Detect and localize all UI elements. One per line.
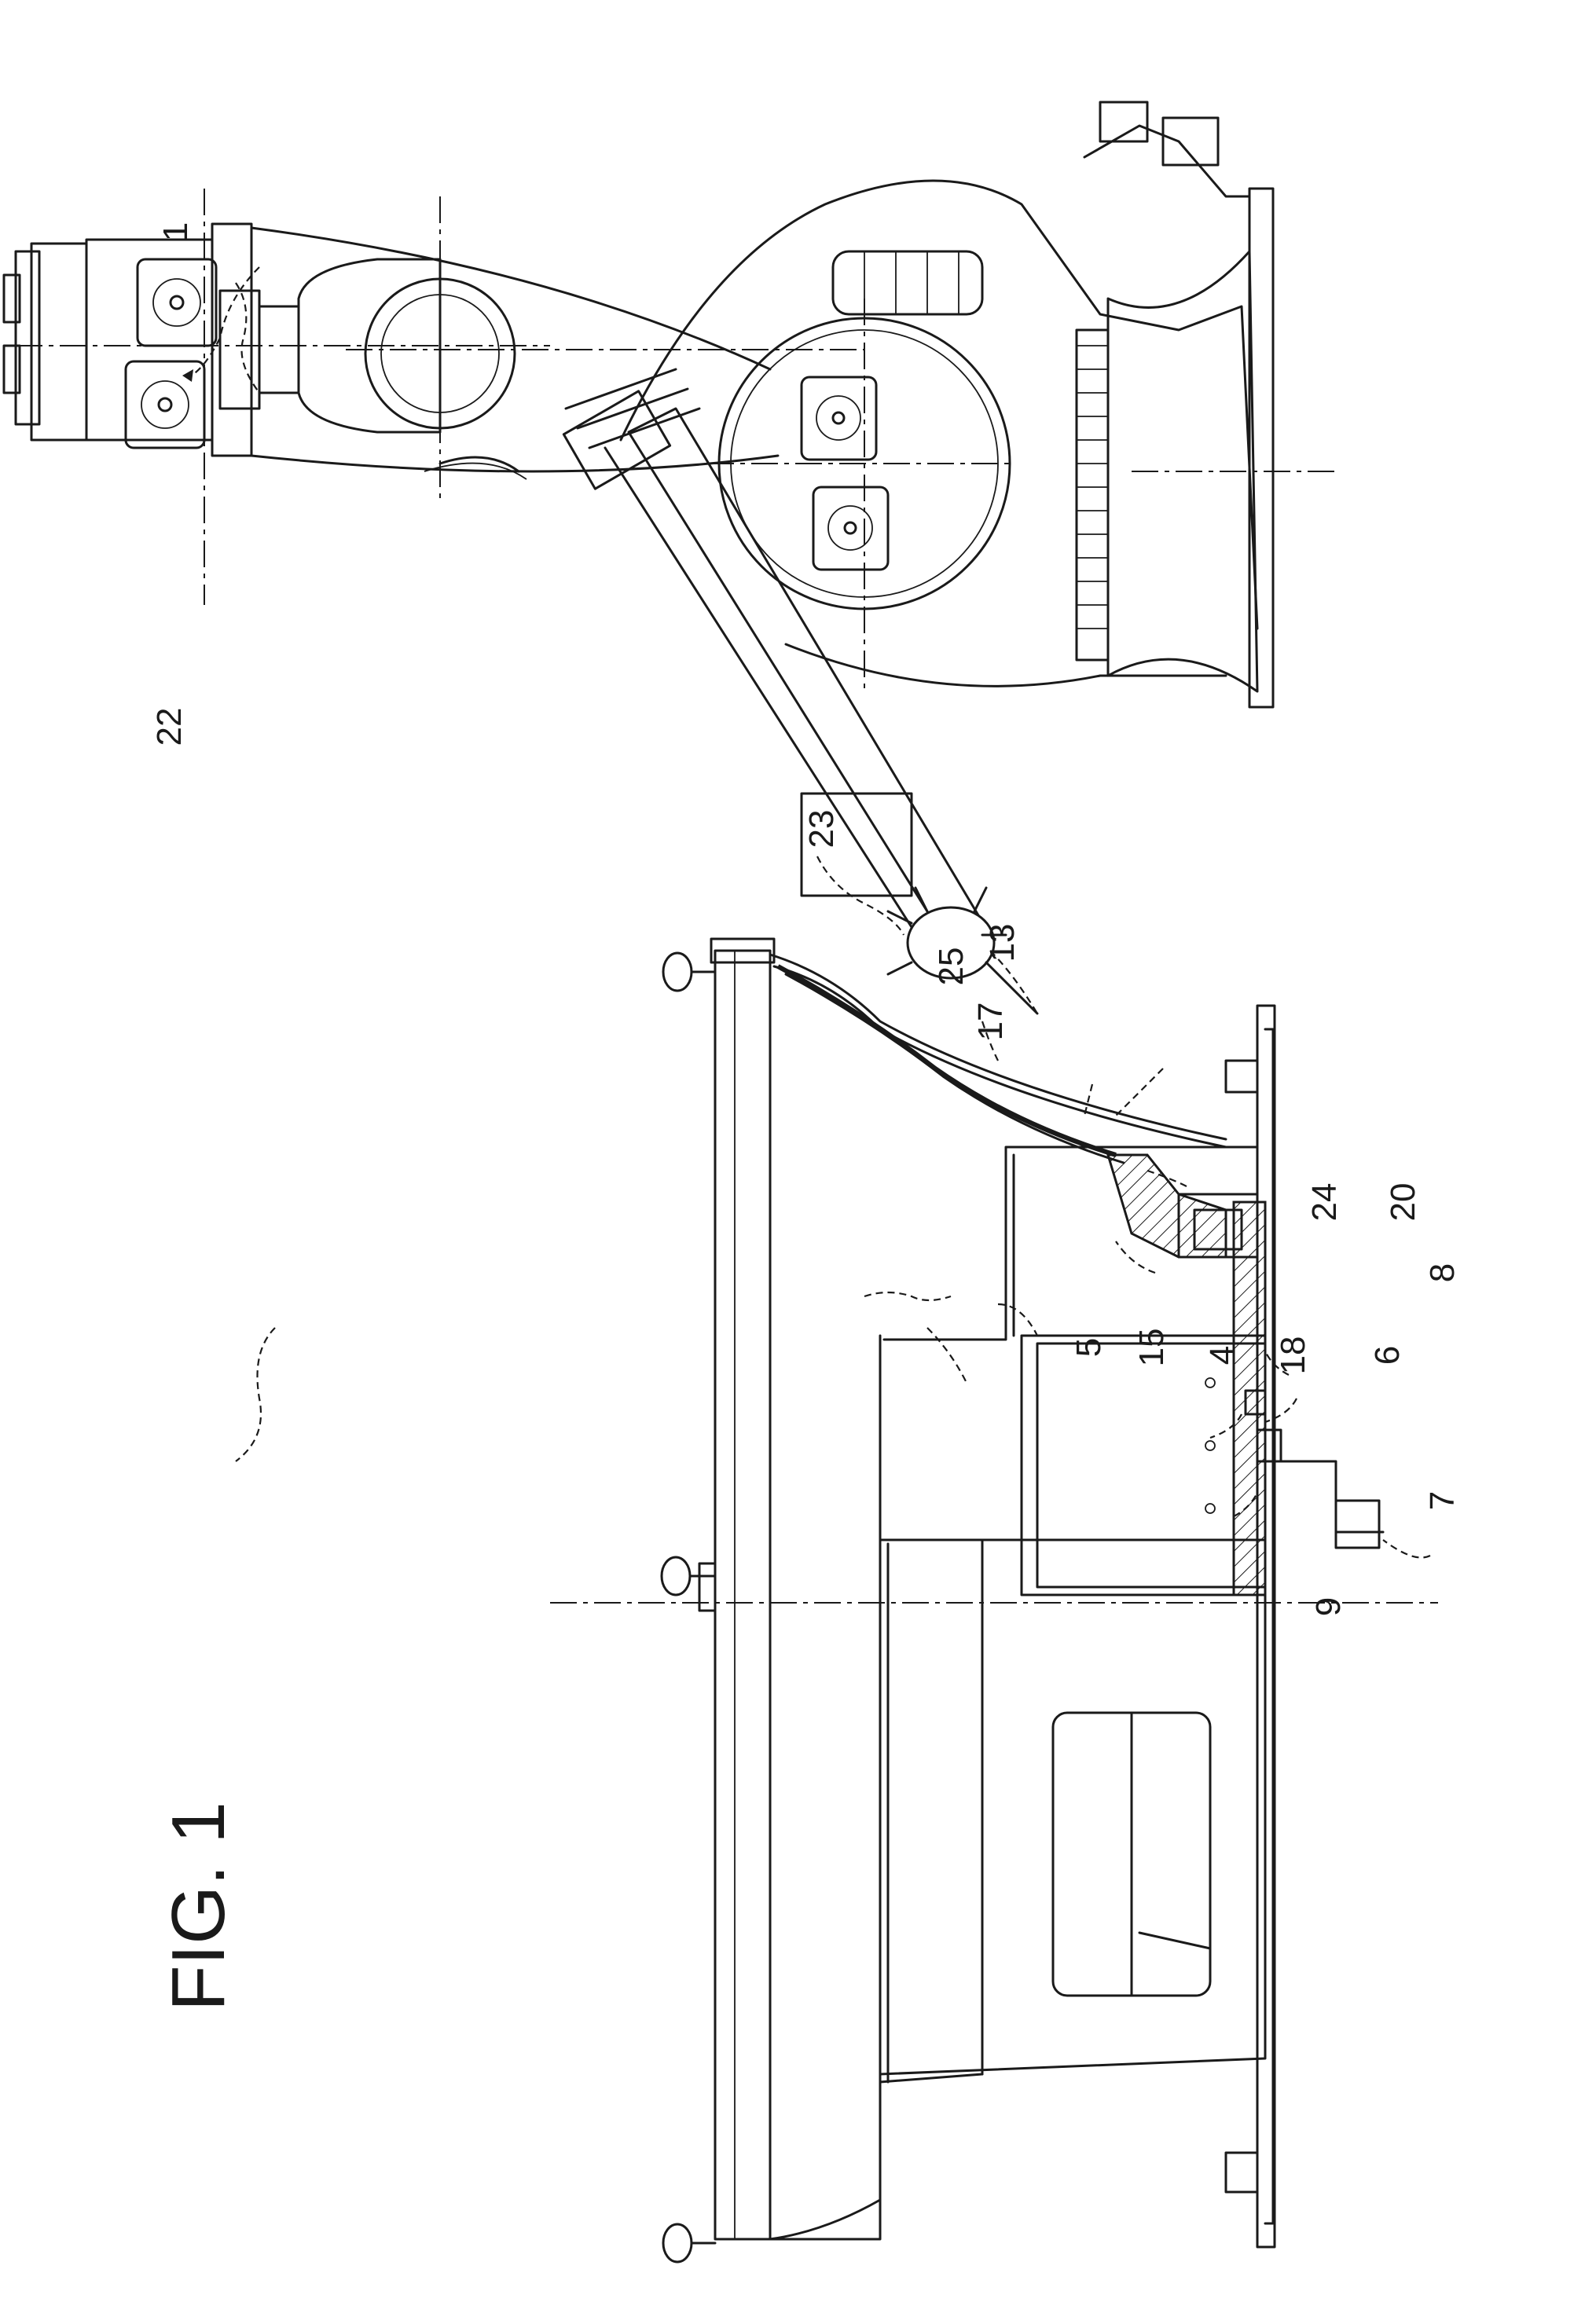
lifting-ring [663,953,715,991]
label-25: 25 [932,948,970,986]
label-17: 17 [971,1003,1010,1041]
label-15: 15 [1132,1329,1171,1367]
label-23: 23 [802,810,841,849]
lifting-ring [663,2224,715,2262]
label-8: 8 [1423,1263,1462,1282]
label-9: 9 [1309,1597,1348,1616]
label-22: 22 [150,708,189,746]
label-20: 20 [1384,1183,1422,1222]
label-5: 5 [1070,1338,1108,1357]
turntable-teeth [1077,346,1108,629]
mold-assembly [778,966,1265,1595]
figure-title: FIG. 1 [156,1802,240,2011]
label-6: 6 [1368,1346,1407,1365]
label-7: 7 [1423,1491,1462,1510]
label-4: 4 [1203,1346,1242,1365]
label-24: 24 [1305,1183,1344,1222]
robot-arm [4,102,1336,1014]
control-unit-box [1336,1501,1379,1548]
label-18: 18 [1274,1336,1312,1375]
shoulder-motor [813,487,888,570]
label-13: 13 [983,924,1022,962]
machine-base [662,939,1275,2262]
label-1: 1 [156,222,195,241]
